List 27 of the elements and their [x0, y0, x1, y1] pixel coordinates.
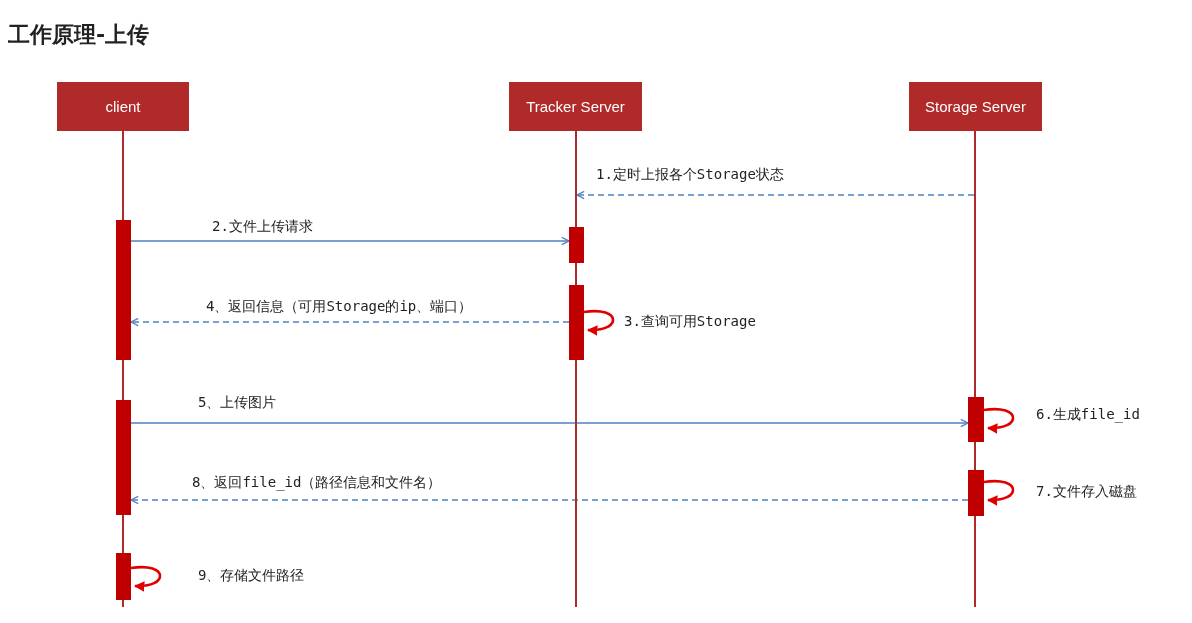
- self-message-arrow: [583, 309, 615, 336]
- edge-label: 5、上传图片: [198, 394, 277, 412]
- participant-box: Tracker Server: [509, 82, 642, 131]
- message-arrow: [130, 418, 969, 428]
- self-message-arrow: [983, 407, 1015, 434]
- self-message-arrow: [130, 565, 162, 592]
- activation-bar: [116, 400, 131, 515]
- edge-label: 9、存储文件路径: [198, 567, 305, 585]
- edge-label: 2.文件上传请求: [212, 218, 313, 236]
- message-arrow: [130, 495, 969, 505]
- participant-box: client: [57, 82, 189, 131]
- edge-label: 3.查询可用Storage: [624, 313, 756, 331]
- self-message-arrow: [983, 479, 1015, 506]
- activation-bar: [116, 220, 131, 360]
- participant-box: Storage Server: [909, 82, 1042, 131]
- message-arrow: [130, 317, 570, 327]
- edge-label: 6.生成file_id: [1036, 406, 1140, 424]
- diagram-title: 工作原理-上传: [8, 20, 150, 49]
- message-arrow: [576, 190, 975, 200]
- activation-bar: [569, 285, 584, 360]
- activation-bar: [116, 553, 131, 600]
- edge-label: 1.定时上报各个Storage状态: [596, 166, 784, 184]
- activation-bar: [968, 470, 984, 516]
- message-arrow: [130, 236, 570, 246]
- activation-bar: [569, 227, 584, 263]
- edge-label: 7.文件存入磁盘: [1036, 483, 1137, 501]
- activation-bar: [968, 397, 984, 442]
